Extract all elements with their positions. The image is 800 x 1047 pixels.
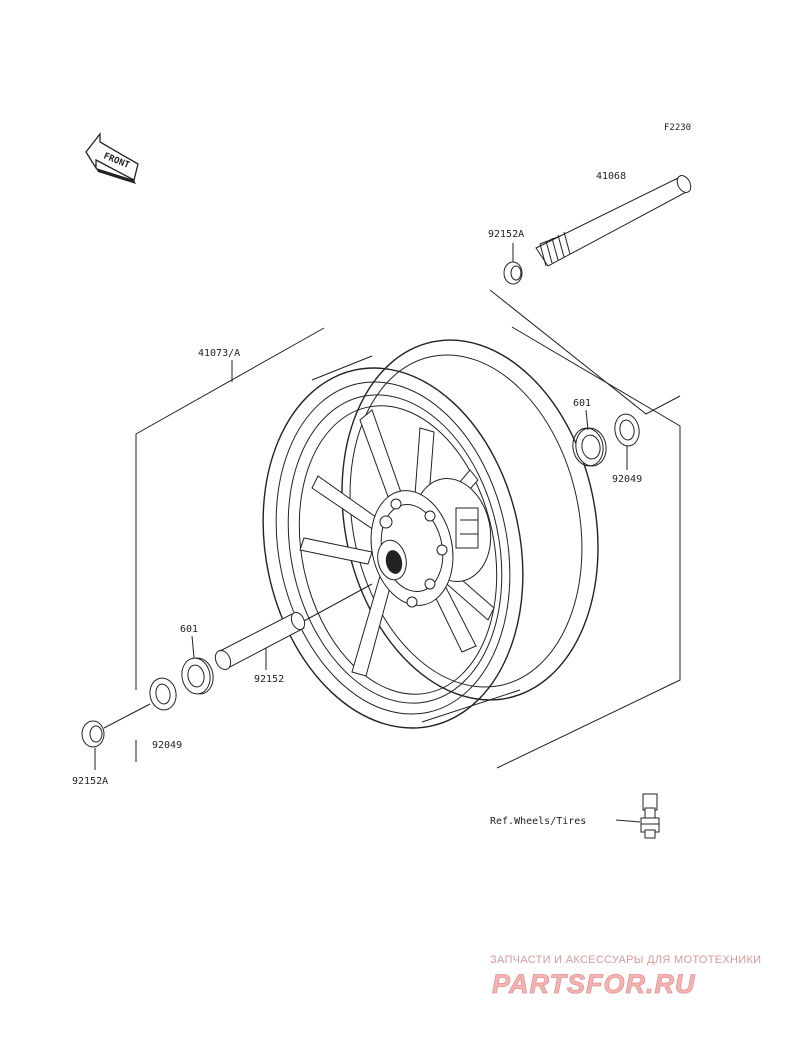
seal-92049-right — [614, 413, 640, 447]
watermark-subtitle: ЗАПЧАСТИ И АКСЕССУАРЫ ДЛЯ МОТОТЕХНИКИ — [490, 954, 761, 966]
label-41068: 41068 — [596, 171, 626, 182]
valve-icon — [640, 793, 660, 839]
label-92152a-bottom: 92152A — [72, 776, 108, 787]
watermark-brand: PARTSFOR.RU — [492, 969, 696, 999]
reference-label: Ref.Wheels/Tires — [490, 816, 586, 827]
front-arrow-icon: FRONT — [85, 132, 139, 184]
seal-92049-left — [149, 677, 177, 711]
label-41073a: 41073/A — [198, 348, 240, 359]
diagram-code: F2230 — [664, 123, 691, 133]
label-92152: 92152 — [254, 674, 284, 685]
wheel-41073a — [262, 339, 599, 729]
collar-92152a-top — [503, 261, 523, 285]
bearing-601-right — [572, 427, 607, 467]
label-92049-left: 92049 — [152, 740, 182, 751]
bearing-601-left — [181, 657, 214, 695]
watermark: ЗАПЧАСТИ И АКСЕССУАРЫ ДЛЯ МОТОТЕХНИКИ PA… — [490, 954, 761, 999]
axle-41068 — [535, 175, 692, 267]
label-92152a-top: 92152A — [488, 229, 524, 240]
label-92049-right: 92049 — [612, 474, 642, 485]
label-601-right: 601 — [573, 398, 591, 409]
collar-92152a-bottom — [81, 720, 105, 748]
label-601-left: 601 — [180, 624, 198, 635]
spacer-92152 — [214, 611, 306, 671]
